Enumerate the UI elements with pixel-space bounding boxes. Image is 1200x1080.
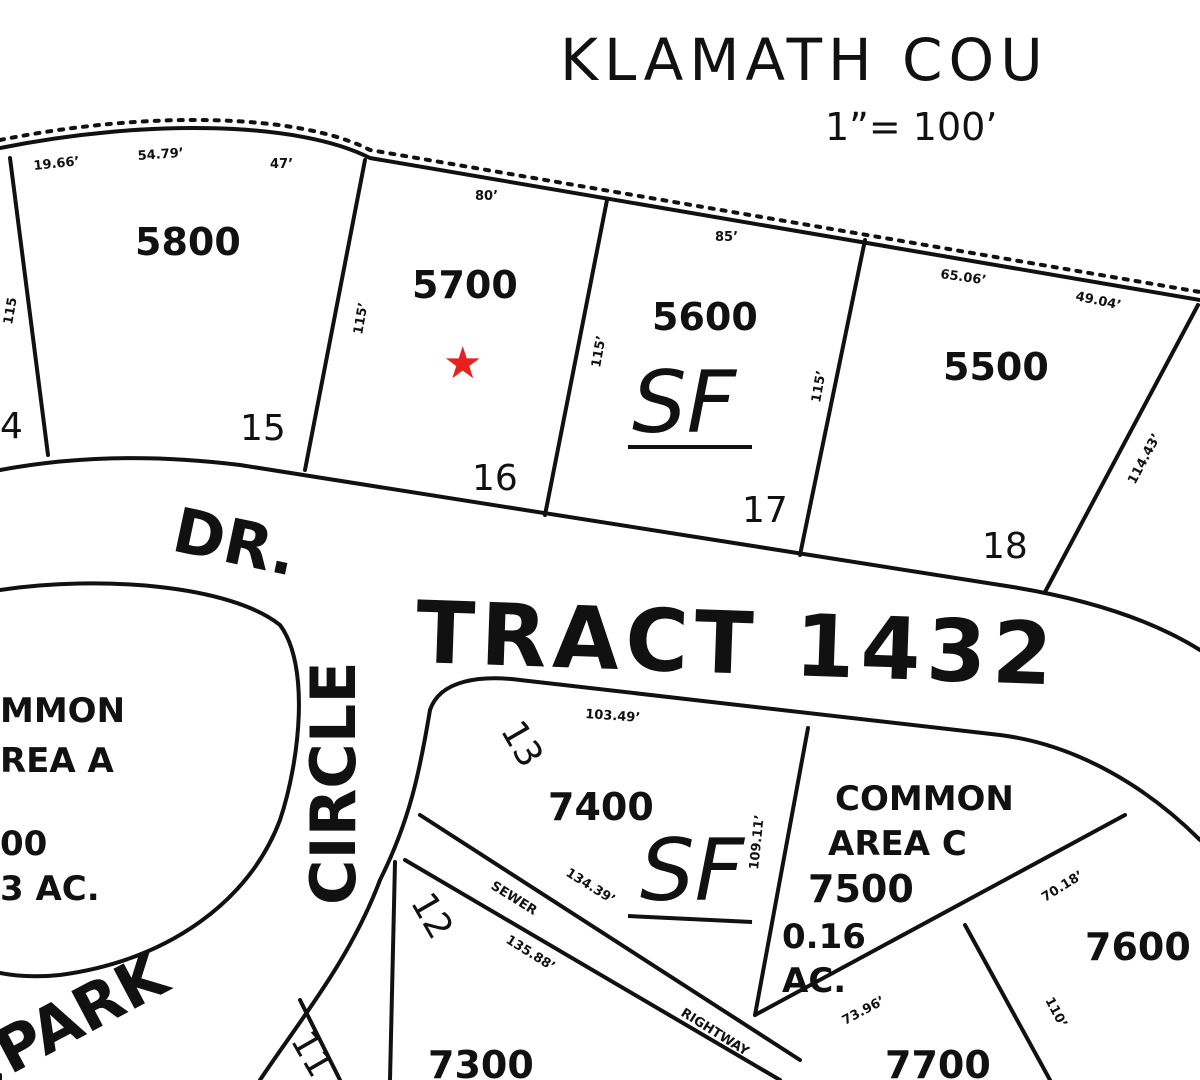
parcel-7400[interactable]: 7400 — [548, 785, 654, 829]
sf-underline — [627, 914, 753, 924]
parcel-5500[interactable]: 5500 — [943, 345, 1049, 389]
tract-label: TRACT 1432 — [414, 583, 1060, 705]
dimension-label: 65.06’ — [939, 267, 987, 288]
parcel-7300[interactable]: 7300 — [428, 1043, 534, 1080]
dimension-label: 114.43’ — [1125, 431, 1164, 487]
dimension-label: 135.88’ — [503, 933, 558, 975]
lot-14: 4 — [0, 406, 23, 447]
dimension-label: 85’ — [715, 230, 738, 245]
lot-12: 12 — [402, 886, 460, 946]
map-scale: 1”= 100’ — [825, 105, 997, 149]
common-area-a-line2: REA A — [0, 741, 115, 781]
street-dr: DR. — [167, 493, 303, 590]
common-area-c-line2: AREA C — [828, 824, 967, 864]
easement-rightway: RIGHTWAY — [678, 1006, 752, 1060]
lot-16: 16 — [472, 458, 518, 499]
dimension-label: 103.49’ — [585, 707, 641, 726]
road-edges — [0, 456, 1200, 1080]
dimension-label: 115’ — [809, 369, 829, 403]
lot-13: 13 — [492, 714, 550, 774]
dimension-label: 49.04’ — [1074, 289, 1122, 313]
north-boundary — [0, 117, 1200, 302]
parcel-5700[interactable]: 5700 — [412, 263, 518, 307]
parcel-5800[interactable]: 5800 — [135, 220, 241, 264]
dimension-label: 115’ — [589, 334, 609, 368]
sf-mark: SF — [640, 821, 746, 921]
common-area-c-acres: 0.16 — [782, 917, 866, 957]
dimension-label: 54.79’ — [137, 146, 184, 164]
common-area-a-line1: MMON — [0, 691, 125, 731]
dimension-label: 19.66’ — [33, 154, 80, 174]
parcel-7600[interactable]: 7600 — [1085, 925, 1191, 969]
dimension-label: 47’ — [270, 157, 293, 172]
lot-17: 17 — [742, 490, 788, 531]
street-park: PARK — [0, 937, 181, 1080]
parcel-7700[interactable]: 7700 — [885, 1043, 991, 1080]
dimension-label: 134.39’ — [563, 866, 618, 908]
common-area-a-id: 00 — [0, 824, 47, 864]
common-area-c-line1: COMMON — [835, 779, 1014, 819]
lot-18: 18 — [982, 526, 1028, 567]
dimension-label: 70.18’ — [1039, 868, 1086, 905]
dimension-label: 115 — [1, 296, 20, 325]
dimension-label: 73.96’ — [840, 994, 888, 1029]
lower-lot-lines — [298, 726, 1127, 1080]
parcel-7500[interactable]: 7500 — [808, 867, 914, 911]
common-area-a-acres: 3 AC. — [0, 869, 100, 909]
dimension-label: 80’ — [475, 189, 498, 204]
street-circle: CIRCLE — [297, 661, 370, 905]
location-star-icon: ★ — [443, 338, 482, 389]
dimension-label: 109.11’ — [747, 814, 768, 870]
common-area-c-unit: AC. — [782, 961, 846, 1001]
map-title: KLAMATH COU — [560, 26, 1049, 94]
parcel-5600[interactable]: 5600 — [652, 295, 758, 339]
dimension-label: 115’ — [351, 301, 371, 335]
dimension-label: 110’ — [1041, 995, 1069, 1030]
lot-15: 15 — [240, 408, 286, 449]
sf-mark: SF — [632, 353, 738, 453]
upper-lot-lines — [8, 156, 1200, 594]
